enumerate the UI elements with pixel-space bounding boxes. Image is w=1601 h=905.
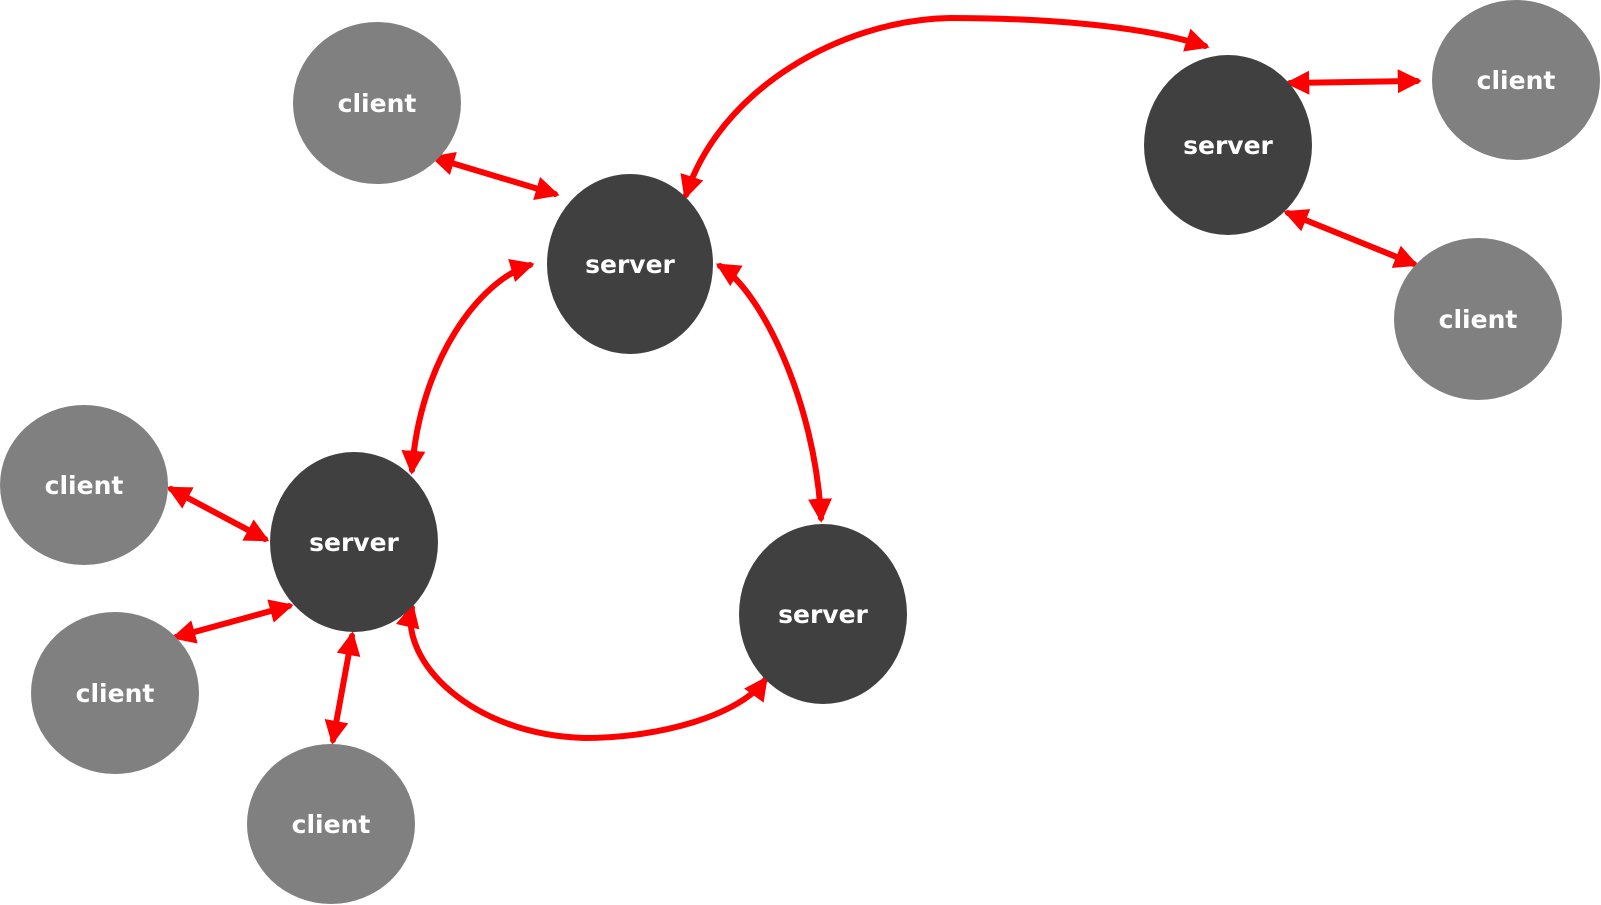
- edge-6: [1285, 69, 1422, 95]
- server-label: server: [585, 250, 675, 279]
- server-circle: [270, 452, 438, 632]
- client-label: client: [76, 679, 155, 708]
- server-node: server: [1144, 55, 1312, 235]
- client-label: client: [45, 471, 124, 500]
- edge-2: [680, 14, 1210, 200]
- client-node: client: [1432, 0, 1600, 160]
- client-circle: [293, 22, 461, 184]
- client-circle: [0, 405, 168, 565]
- edge-8: [166, 486, 270, 542]
- edge-1: [430, 152, 560, 200]
- client-circle: [31, 612, 199, 774]
- client-node: client: [0, 405, 168, 565]
- edge-9: [171, 599, 294, 644]
- edge-3: [401, 259, 535, 475]
- client-circle: [1394, 238, 1562, 400]
- client-node: client: [247, 744, 415, 904]
- client-circle: [247, 744, 415, 904]
- client-label: client: [292, 810, 371, 839]
- server-circle: [1144, 55, 1312, 235]
- server-circle: [739, 524, 907, 704]
- client-node: client: [31, 612, 199, 774]
- server-circle: [547, 174, 713, 354]
- server-label: server: [1183, 131, 1273, 160]
- server-node: server: [739, 524, 907, 704]
- server-node: server: [547, 174, 713, 354]
- client-node: client: [293, 22, 461, 184]
- client-node: client: [1394, 238, 1562, 400]
- server-node: server: [270, 452, 438, 632]
- client-label: client: [338, 89, 417, 118]
- client-label: client: [1439, 305, 1518, 334]
- edges-layer: [166, 14, 1422, 745]
- edge-4: [715, 263, 833, 523]
- client-label: client: [1477, 66, 1556, 95]
- server-label: server: [778, 600, 868, 629]
- edge-7: [1283, 209, 1419, 268]
- edge-5: [396, 603, 768, 742]
- edge-10: [324, 631, 361, 745]
- server-label: server: [309, 528, 399, 557]
- client-circle: [1432, 0, 1600, 160]
